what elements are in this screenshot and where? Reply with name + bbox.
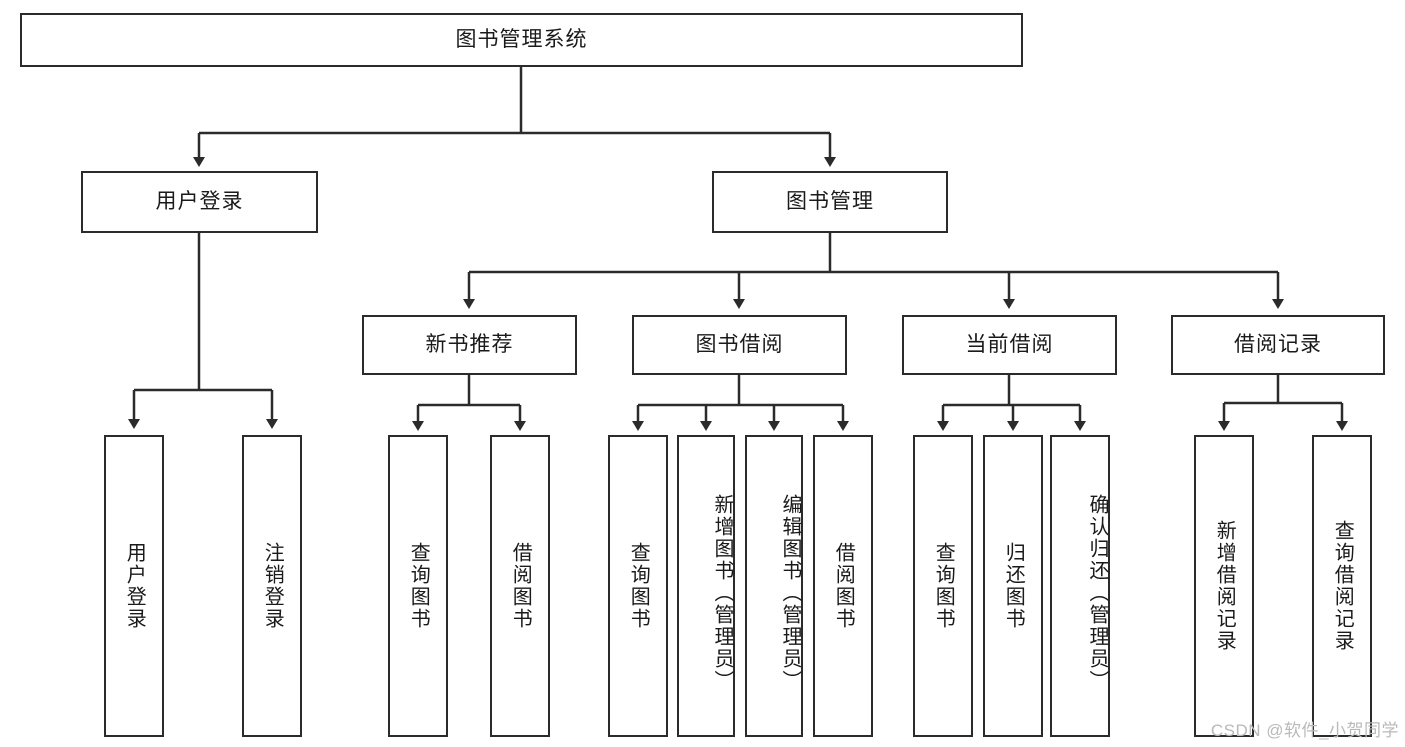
node-label: 查询借阅记录 [1331, 520, 1354, 652]
leaf-new-book-query-book[interactable]: 查询图书 [388, 435, 448, 737]
node-label: 确认归还（管理员） [1086, 494, 1108, 692]
node-user-login[interactable]: 用户登录 [81, 171, 318, 233]
leaf-current-borrow-query-book[interactable]: 查询图书 [913, 435, 973, 737]
node-label: 查询图书 [627, 542, 650, 630]
node-label: 归还图书 [1002, 542, 1025, 630]
node-label: 查询图书 [932, 542, 955, 630]
node-label: 图书借阅 [695, 333, 784, 357]
node-label: 注销登录 [261, 542, 284, 630]
node-root-system[interactable]: 图书管理系统 [20, 13, 1023, 67]
node-label: 新增图书（管理员） [711, 494, 733, 692]
node-label: 图书管理系统 [455, 28, 588, 52]
node-label: 查询图书 [407, 542, 430, 630]
leaf-book-borrow-edit-book-admin[interactable]: 编辑图书（管理员） [745, 435, 803, 737]
leaf-user-login-logout[interactable]: 注销登录 [242, 435, 302, 737]
node-label: 借阅图书 [832, 542, 855, 630]
leaf-book-borrow-borrow-book[interactable]: 借阅图书 [813, 435, 873, 737]
node-label: 当前借阅 [965, 333, 1054, 357]
leaf-new-book-borrow-book[interactable]: 借阅图书 [490, 435, 550, 737]
node-label: 借阅图书 [509, 542, 532, 630]
node-label: 编辑图书（管理员） [779, 494, 801, 692]
node-label: 新增借阅记录 [1213, 520, 1236, 652]
node-book-borrow[interactable]: 图书借阅 [632, 315, 847, 375]
node-current-borrow[interactable]: 当前借阅 [902, 315, 1117, 375]
leaf-current-borrow-confirm-return-admin[interactable]: 确认归还（管理员） [1050, 435, 1110, 737]
leaf-user-login-login[interactable]: 用户登录 [104, 435, 164, 737]
node-new-book-recommend[interactable]: 新书推荐 [362, 315, 577, 375]
leaf-current-borrow-return-book[interactable]: 归还图书 [983, 435, 1043, 737]
node-borrow-record[interactable]: 借阅记录 [1171, 315, 1385, 375]
leaf-borrow-record-query-record[interactable]: 查询借阅记录 [1312, 435, 1372, 737]
leaf-book-borrow-query-book[interactable]: 查询图书 [608, 435, 668, 737]
watermark-text: CSDN @软件_小贺同学 [1210, 721, 1399, 740]
leaf-book-borrow-add-book-admin[interactable]: 新增图书（管理员） [677, 435, 735, 737]
node-label: 借阅记录 [1234, 333, 1322, 357]
node-label: 新书推荐 [425, 333, 514, 357]
node-label: 图书管理 [786, 190, 874, 214]
leaf-borrow-record-add-record[interactable]: 新增借阅记录 [1194, 435, 1254, 737]
node-label: 用户登录 [155, 190, 244, 214]
node-label: 用户登录 [123, 542, 146, 630]
node-book-management[interactable]: 图书管理 [712, 171, 948, 233]
